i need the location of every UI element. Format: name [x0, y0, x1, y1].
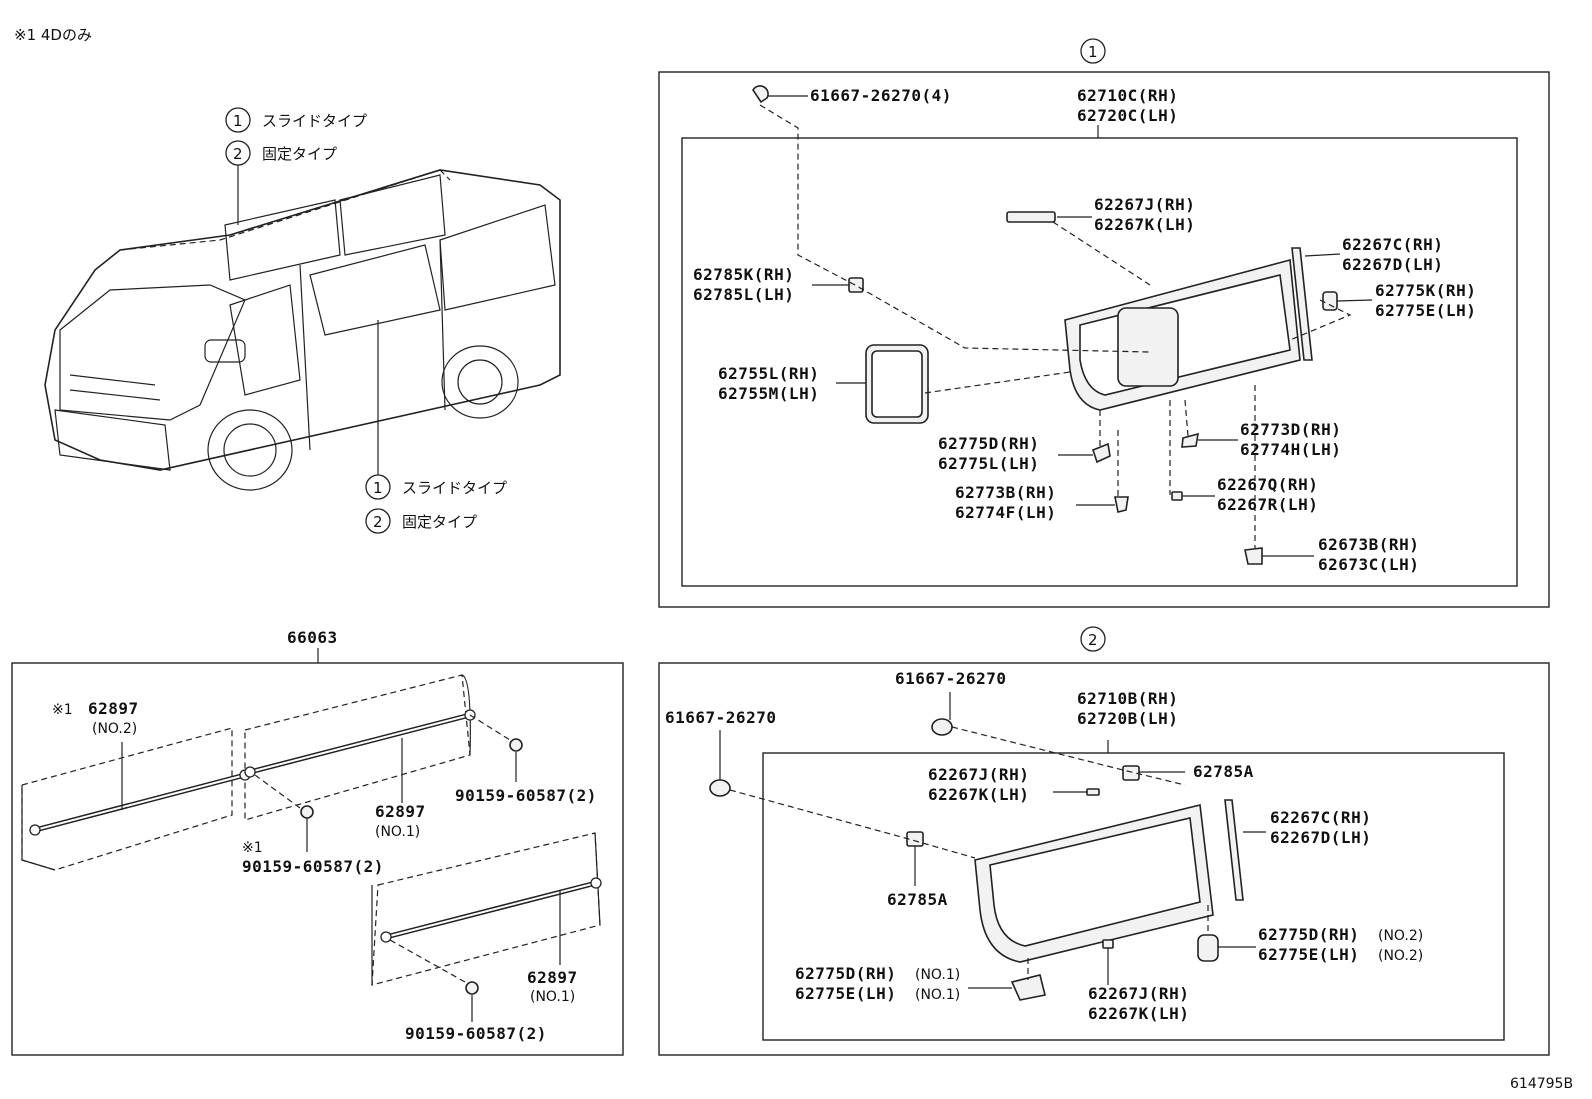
p2-label-2: 62720B(LH): [1077, 709, 1178, 728]
p2-label-1: 62710B(RH): [1077, 689, 1178, 708]
p1-label-7: 62785K(RH): [693, 265, 794, 284]
panel-66063-title: 66063: [287, 628, 338, 647]
panel-66063: 66063: [11, 628, 624, 1056]
p3-label-10: 90159-60587(2): [405, 1024, 547, 1043]
p2-label-15: (NO.1): [915, 967, 960, 983]
p3-label-5: (NO.1): [375, 824, 420, 840]
p2-label-3: 61667-26270: [665, 708, 776, 727]
svg-text:1: 1: [233, 112, 243, 130]
p1-label-14: 62774H(LH): [1240, 440, 1341, 459]
figure-id: 614795B: [1510, 1076, 1573, 1092]
p2-label-4: 62785A: [1193, 762, 1254, 781]
p2-label-16: 62775E(LH): [795, 984, 896, 1003]
p2-label-11: (NO.2): [1378, 928, 1423, 944]
p2-label-8: 62267D(LH): [1270, 828, 1371, 847]
p2-label-17: (NO.1): [915, 987, 960, 1003]
p1-label-11: 62755L(RH): [718, 364, 819, 383]
p1-label-0: 61667-26270(4): [810, 86, 952, 105]
p1-label-22: 62673C(LH): [1318, 555, 1419, 574]
p1-label-17: 62267Q(RH): [1217, 475, 1318, 494]
corner-note: ※1 4Dのみ: [14, 26, 92, 44]
p1-label-18: 62267R(LH): [1217, 495, 1318, 514]
p3-label-4: 62897: [375, 802, 426, 821]
van-callout-slide-bottom: 1 スライドタイプ: [365, 474, 507, 500]
panel-slide-type: 1: [658, 38, 1550, 608]
p3-label-2: (NO.2): [92, 721, 137, 737]
p2-label-0: 61667-26270: [895, 669, 1006, 688]
p3-label-8: 62897: [527, 968, 578, 987]
p2-label-7: 62267C(RH): [1270, 808, 1371, 827]
p2-label-12: 62775E(LH): [1258, 945, 1359, 964]
p1-label-9: 62775K(RH): [1375, 281, 1476, 300]
p3-label-9: (NO.1): [530, 989, 575, 1005]
p1-label-1: 62710C(RH): [1077, 86, 1178, 105]
p3-label-6: ※1: [242, 840, 263, 856]
p1-label-3: 62267J(RH): [1094, 195, 1195, 214]
p1-label-13: 62773D(RH): [1240, 420, 1341, 439]
p1-label-6: 62267D(LH): [1342, 255, 1443, 274]
svg-text:2: 2: [373, 513, 383, 531]
p2-label-6: 62267K(LH): [928, 785, 1029, 804]
p3-label-7: 90159-60587(2): [242, 857, 384, 876]
p2-label-13: (NO.2): [1378, 948, 1423, 964]
van-callout-fixed-top: 2 固定タイプ: [225, 140, 337, 166]
van-callout-fixed-bottom: 2 固定タイプ: [365, 508, 477, 534]
p1-label-4: 62267K(LH): [1094, 215, 1195, 234]
p1-label-20: 62774F(LH): [955, 503, 1056, 522]
panel-fixed-type: 2 61667-26270 62710B(RH) 6272: [658, 626, 1550, 1056]
p2-label-10: 62775D(RH): [1258, 925, 1359, 944]
p1-label-21: 62673B(RH): [1318, 535, 1419, 554]
svg-text:固定タイプ: 固定タイプ: [402, 513, 477, 531]
panel-slide-marker: 1: [1088, 43, 1098, 61]
p1-label-8: 62785L(LH): [693, 285, 794, 304]
p2-label-5: 62267J(RH): [928, 765, 1029, 784]
p1-label-16: 62775L(LH): [938, 454, 1039, 473]
p2-label-14: 62775D(RH): [795, 964, 896, 983]
p1-label-5: 62267C(RH): [1342, 235, 1443, 254]
p3-label-0: ※1: [52, 702, 73, 718]
p3-label-3: 90159-60587(2): [455, 786, 597, 805]
svg-text:2: 2: [233, 145, 243, 163]
p3-label-1: 62897: [88, 699, 139, 718]
p2-label-18: 62267J(RH): [1088, 984, 1189, 1003]
p2-label-19: 62267K(LH): [1088, 1004, 1189, 1023]
panel-fixed-marker: 2: [1088, 631, 1098, 649]
svg-text:1: 1: [373, 479, 383, 497]
p1-label-2: 62720C(LH): [1077, 106, 1178, 125]
p2-label-9: 62785A: [887, 890, 948, 909]
p1-label-10: 62775E(LH): [1375, 301, 1476, 320]
svg-text:スライドタイプ: スライドタイプ: [262, 112, 367, 130]
svg-text:固定タイプ: 固定タイプ: [262, 145, 337, 163]
p1-label-15: 62775D(RH): [938, 434, 1039, 453]
p1-label-19: 62773B(RH): [955, 483, 1056, 502]
van-callout-slide-top: 1 スライドタイプ: [225, 107, 367, 133]
svg-text:スライドタイプ: スライドタイプ: [402, 479, 507, 497]
p1-label-12: 62755M(LH): [718, 384, 819, 403]
van-illustration: [44, 160, 561, 491]
